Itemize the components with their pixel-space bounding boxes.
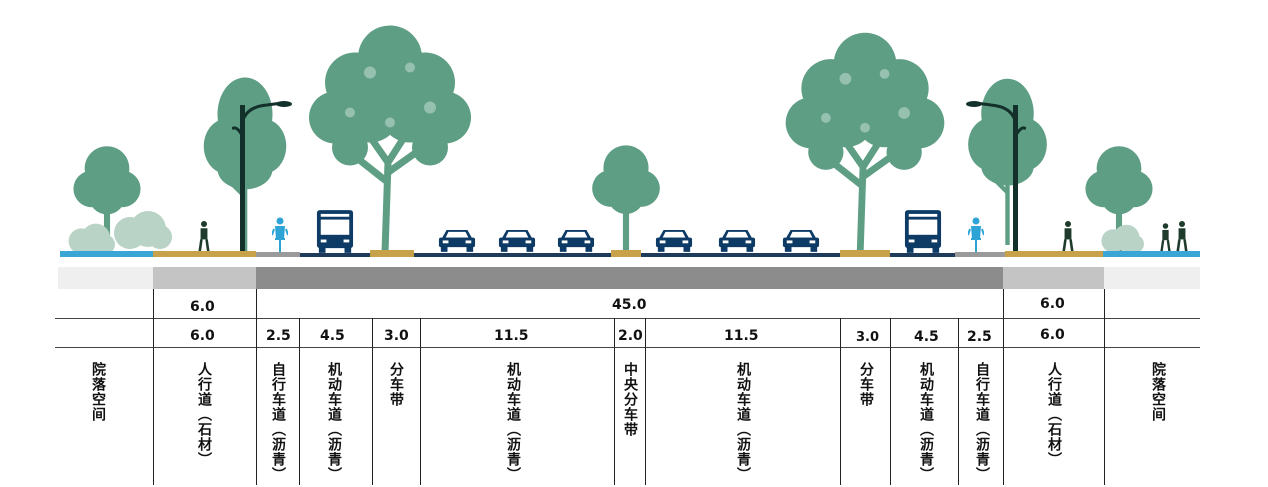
zone-main-left: 机动车道（沥青） (505, 362, 521, 482)
divider (1104, 289, 1105, 485)
zone-strip-left: 分车带 (388, 362, 404, 407)
car-icon (655, 230, 693, 252)
pedestrian-icon (1160, 222, 1171, 252)
cyclist-icon (968, 217, 984, 253)
car-icon (557, 230, 595, 252)
pedestrian-icon (198, 220, 210, 252)
bus-icon (904, 210, 942, 253)
table-rule-1 (55, 318, 1200, 319)
width-lane-right: 4.5 (914, 329, 939, 345)
width-bike-left: 2.5 (266, 328, 291, 344)
car-icon (438, 230, 476, 252)
width-main-right: 11.5 (724, 328, 759, 344)
shrub-icon (1101, 224, 1144, 253)
band-courtyard-right (1104, 267, 1200, 289)
zone-lane-right: 机动车道（沥青） (918, 362, 934, 482)
courtyard-surface-right (1103, 251, 1200, 257)
courtyard-surface-left (60, 251, 153, 257)
zone-bike-right: 自行车道（沥青） (974, 362, 990, 482)
width-bike-right: 2.5 (967, 329, 992, 345)
band-sidewalk-left (153, 267, 256, 289)
pedestrian-icon (1176, 220, 1188, 252)
zone-central-median: 中央分车带 (622, 362, 638, 437)
divider (256, 289, 257, 485)
divider (614, 318, 615, 485)
divider (840, 318, 841, 485)
divider (958, 318, 959, 485)
table-rule-2 (55, 347, 1200, 348)
pedestrian-icon (1062, 220, 1074, 252)
shrub-icon (114, 211, 172, 249)
car-icon (498, 230, 536, 252)
divider (420, 318, 421, 485)
zone-strip-right: 分车带 (858, 362, 874, 407)
zone-courtyard-left: 院落空间 (90, 362, 106, 422)
sidewalk-surface-left (153, 251, 256, 257)
width-strip-left: 3.0 (384, 328, 409, 344)
median-strip-right (840, 250, 890, 257)
divider (1003, 289, 1004, 485)
zone-bike-left: 自行车道（沥青） (270, 362, 286, 482)
sidewalk-surface-right (1005, 251, 1103, 257)
width-lane-left: 4.5 (320, 328, 345, 344)
divider (372, 318, 373, 485)
ground-surfaces (60, 250, 1200, 257)
divider (890, 318, 891, 485)
vegetation-layer (68, 26, 1153, 255)
width-sidewalk-left: 6.0 (190, 328, 215, 344)
total-carriageway: 45.0 (612, 297, 647, 313)
zone-main-right: 机动车道（沥青） (735, 362, 751, 482)
bike-lane-surface-right (955, 252, 1005, 257)
band-sidewalk-right (1003, 267, 1104, 289)
width-main-left: 11.5 (494, 328, 529, 344)
divider (299, 318, 300, 485)
width-central-median: 2.0 (618, 328, 643, 344)
zone-courtyard-right: 院落空间 (1150, 362, 1166, 422)
zone-sidewalk-right: 人行道（石材） (1046, 362, 1062, 467)
central-median (611, 250, 641, 257)
cyclist-icon (272, 217, 288, 253)
width-strip-right: 3.0 (856, 330, 880, 345)
divider (153, 289, 154, 485)
zone-bands (58, 267, 1200, 289)
car-icon (718, 230, 756, 252)
zone-sidewalk-left: 人行道（石材） (196, 362, 212, 467)
bus-icon (316, 210, 354, 253)
roadway-surface (300, 253, 1005, 257)
band-carriageway (256, 267, 1003, 289)
car-icon (782, 230, 820, 252)
total-sidewalk-right: 6.0 (1040, 296, 1065, 312)
tree-icon (592, 145, 660, 255)
median-strip-left (370, 250, 414, 257)
total-sidewalk-left: 6.0 (190, 299, 215, 315)
band-courtyard-left (58, 267, 153, 289)
width-sidewalk-right: 6.0 (1040, 327, 1065, 343)
divider (645, 318, 646, 485)
bike-lane-surface-left (256, 252, 300, 257)
zone-lane-left: 机动车道（沥青） (326, 362, 342, 482)
